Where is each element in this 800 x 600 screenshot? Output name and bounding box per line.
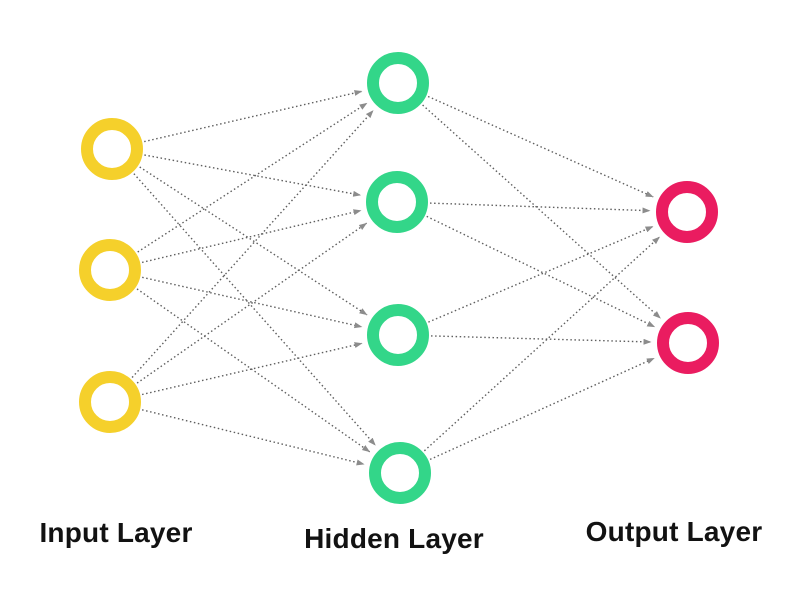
edge-i1-h1 xyxy=(144,90,363,143)
node-i1 xyxy=(81,118,143,180)
node-o1 xyxy=(656,181,718,243)
edge-h1-o2 xyxy=(422,104,661,319)
node-h4 xyxy=(369,442,431,504)
edge-i3-h4 xyxy=(141,409,365,466)
node-i3 xyxy=(79,371,141,433)
edge-i2-h2 xyxy=(141,209,362,264)
output-layer-label: Output Layer xyxy=(585,516,763,547)
edge-i3-h1 xyxy=(131,110,374,378)
nodes-group xyxy=(79,52,719,504)
node-h1 xyxy=(367,52,429,114)
edges-group xyxy=(131,90,661,466)
node-h3 xyxy=(367,304,429,366)
hidden-layer-label: Hidden Layer xyxy=(304,523,484,554)
edge-h4-o2 xyxy=(429,357,655,461)
edge-i1-h3 xyxy=(139,166,368,316)
node-i2 xyxy=(79,239,141,301)
edge-i2-h1 xyxy=(137,102,368,253)
node-h2 xyxy=(366,171,428,233)
edge-h2-o2 xyxy=(426,215,656,328)
input-layer-label: Input Layer xyxy=(39,517,193,548)
edge-i3-h3 xyxy=(141,342,363,396)
edge-i1-h4 xyxy=(133,173,376,446)
edge-h3-o2 xyxy=(430,335,652,345)
edge-i2-h3 xyxy=(142,276,363,329)
edge-i2-h4 xyxy=(136,288,371,453)
node-o2 xyxy=(657,312,719,374)
edge-h4-o1 xyxy=(423,236,661,452)
edge-i3-h2 xyxy=(136,222,368,384)
edge-h1-o1 xyxy=(427,95,654,198)
